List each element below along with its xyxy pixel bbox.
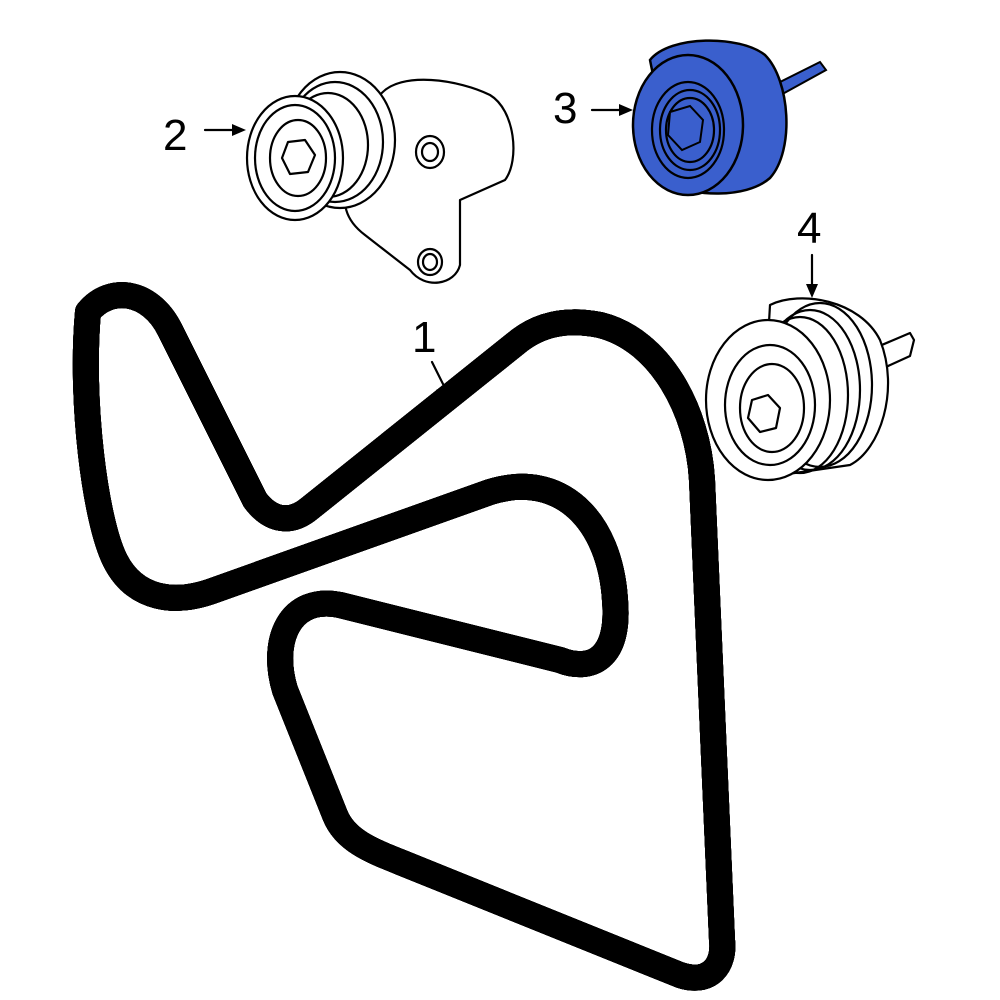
callout-3: 3 — [553, 84, 577, 133]
callout-1: 1 — [412, 313, 436, 362]
callout-1-leader — [430, 360, 448, 392]
idler-pulley-part-3[interactable] — [590, 39, 828, 197]
tensioner-part-2[interactable] — [203, 70, 515, 284]
callout-2: 2 — [163, 111, 187, 160]
callout-4: 4 — [797, 204, 821, 253]
idler-pulley-part-4[interactable] — [704, 253, 916, 482]
belt-part-1[interactable] — [86, 295, 723, 977]
